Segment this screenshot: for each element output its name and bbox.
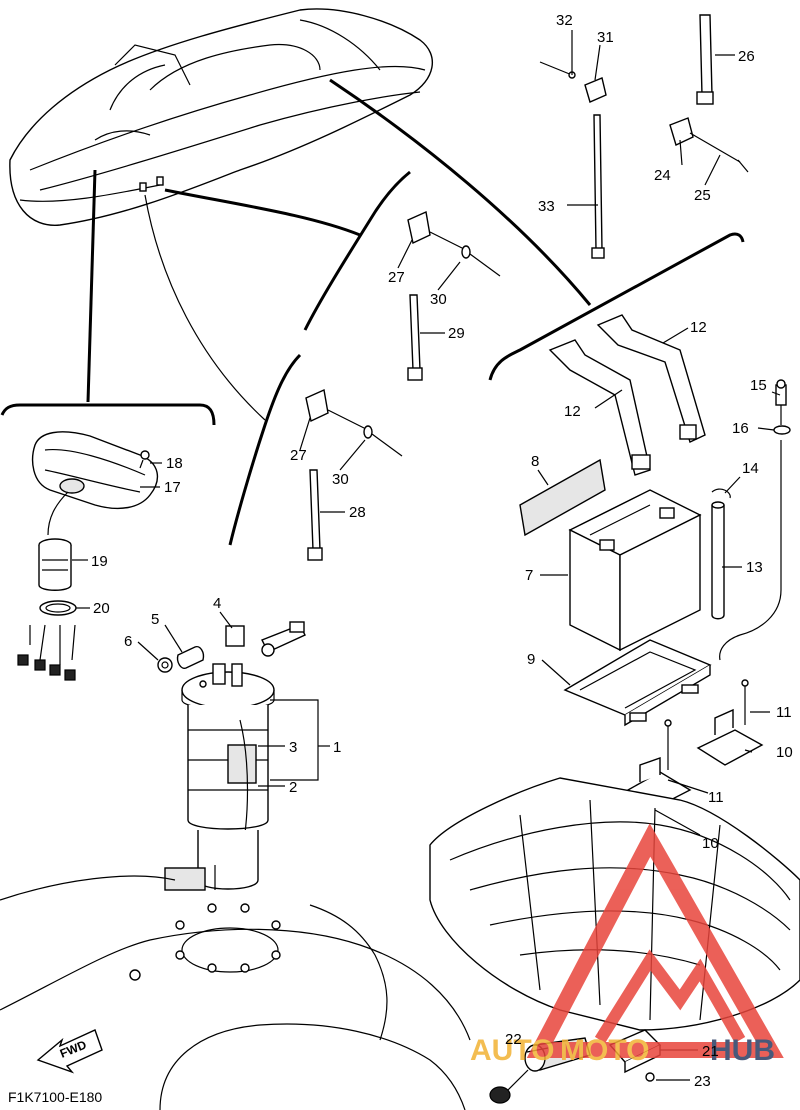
watermark-text-mid: MOTO: [560, 1034, 649, 1067]
callout-14: 14: [742, 460, 759, 477]
callout-10a: 10: [776, 744, 793, 761]
callout-27a: 27: [388, 269, 405, 286]
callout-8: 8: [531, 453, 539, 470]
callout-2: 2: [289, 779, 297, 796]
callout-10b: 10: [702, 835, 719, 852]
watermark-inner-mark: [594, 949, 746, 1044]
callout-18: 18: [166, 455, 183, 472]
callout-7: 7: [525, 567, 533, 584]
callout-20: 20: [93, 600, 110, 617]
callout-11b: 11: [708, 789, 724, 806]
callout-12b: 12: [564, 403, 581, 420]
callout-labels: 1 2 3 4 5 6 7 8 9 10 10 11 11 12 12 13 1…: [91, 12, 793, 1090]
fuel-pump-assembly: [157, 621, 306, 891]
callout-29: 29: [448, 325, 465, 342]
group-brackets: [0, 170, 745, 546]
watermark-text-right: HUB: [710, 1034, 775, 1067]
callout-28: 28: [349, 504, 366, 521]
mounting-studs: [175, 903, 281, 973]
diagram-code: F1K7100-E180: [8, 1089, 102, 1105]
callout-23: 23: [694, 1073, 711, 1090]
watermark-triangle: [526, 823, 784, 1058]
callout-19: 19: [91, 553, 108, 570]
callout-21: 21: [702, 1043, 719, 1060]
callout-31: 31: [597, 29, 614, 46]
callout-12a: 12: [690, 319, 707, 336]
battery-section: [519, 314, 791, 809]
callout-17: 17: [164, 479, 181, 496]
callout-11a: 11: [776, 704, 792, 721]
callout-25: 25: [694, 187, 711, 204]
callout-leaders: [72, 30, 781, 1081]
hull-floor: [0, 875, 471, 1110]
top-right-fasteners: [305, 14, 749, 561]
callout-5: 5: [151, 611, 159, 628]
callout-27b: 27: [290, 447, 307, 464]
callout-15: 15: [750, 377, 767, 394]
callout-16: 16: [732, 420, 749, 437]
callout-30b: 30: [332, 471, 349, 488]
craft-leader-lines: [86, 78, 592, 421]
watercraft-illustration: [9, 8, 433, 226]
callout-3: 3: [289, 739, 297, 756]
fwd-arrow: FWD: [36, 1029, 103, 1074]
callout-13: 13: [746, 559, 763, 576]
fuel-cap-assembly: [17, 431, 159, 681]
callout-4: 4: [213, 595, 221, 612]
callout-33: 33: [538, 198, 555, 215]
callout-30a: 30: [430, 291, 447, 308]
callout-26: 26: [738, 48, 755, 65]
callout-32: 32: [556, 12, 573, 29]
callout-22: 22: [505, 1031, 522, 1048]
watermark-text-left: AUTO: [470, 1034, 554, 1067]
callout-24: 24: [654, 167, 671, 184]
watermark-logo: AUTO MOTO HUB: [470, 823, 784, 1067]
callout-6: 6: [124, 633, 132, 650]
callout-9: 9: [527, 651, 535, 668]
callout-1: 1: [333, 739, 341, 756]
